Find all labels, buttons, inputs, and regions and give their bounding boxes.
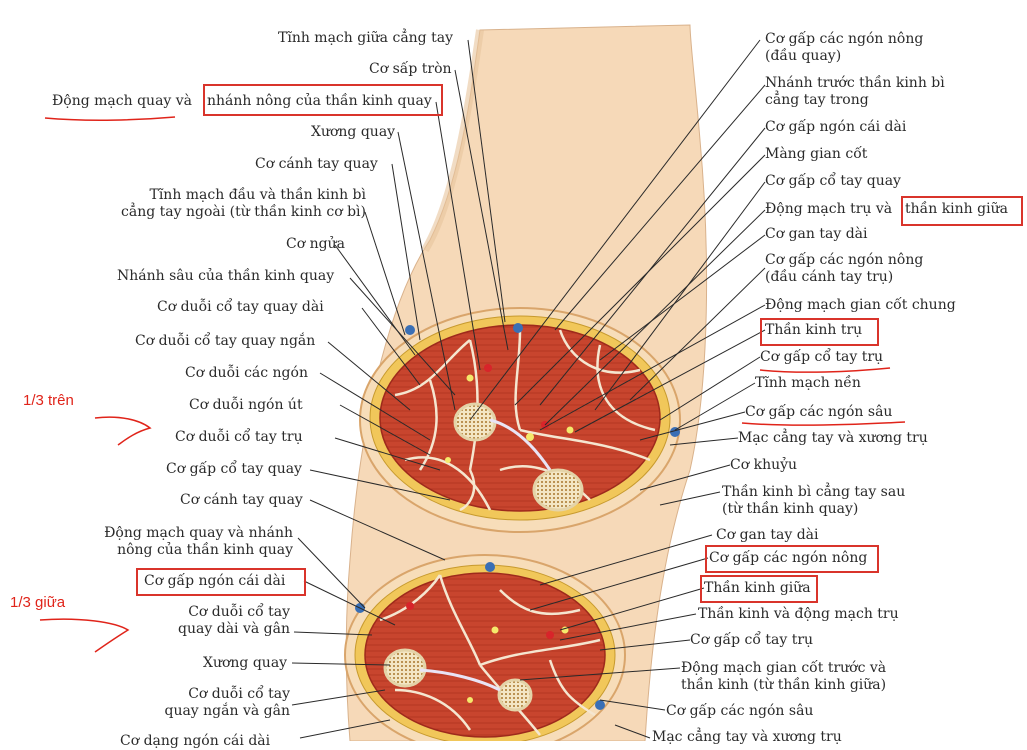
label-tinh-mach-dau-line1: Tĩnh mạch đầu và thần kinh bì (149, 187, 366, 203)
label-dong-mach-gian-cot-truoc-line1: Động mạch gian cốt trước và (681, 660, 887, 676)
label-gap-ngon-nong-dau-quay-line1: Cơ gấp các ngón nông (765, 31, 924, 47)
label-dong-mach-gian-cot-truoc-line2: thần kinh (từ thần kinh giữa) (681, 677, 887, 693)
leader-lines (291, 39, 766, 739)
annotation-middle-third: 1/3 giữa (10, 594, 66, 611)
highlight-box-gap-ngon-cai-dai (136, 568, 306, 596)
label-dong-mach-gian-cot-chung: Động mạch gian cốt chung (765, 297, 956, 313)
label-duoi-cac-ngon: Cơ duỗi các ngón (185, 365, 308, 381)
underline-gap-cac-ngon-sau (741, 421, 906, 426)
label-co-khuyu: Cơ khuỷu (730, 457, 798, 473)
label-gap-co-tay-quay-right: Cơ gấp cổ tay quay (765, 173, 901, 189)
label-mang-gian-cot: Màng gian cốt (765, 146, 868, 162)
label-duoi-co-tay-tru: Cơ duỗi cổ tay trụ (175, 429, 303, 445)
label-gap-co-tay-tru-middle: Cơ gấp cổ tay trụ (690, 632, 814, 648)
label-gap-co-tay-tru-upper: Cơ gấp cổ tay trụ (760, 349, 884, 365)
label-than-kinh-giua-upper: thần kinh giữa (905, 201, 1008, 217)
label-gap-ngon-nong-dau-quay-line2: (đầu quay) (765, 48, 842, 64)
label-than-kinh-bi-sau-line2: (từ thần kinh quay) (722, 501, 859, 517)
label-gap-co-tay-quay-left: Cơ gấp cổ tay quay (166, 461, 302, 477)
label-nhanh-nong-than-kinh-quay: nhánh nông của thần kinh quay (207, 93, 432, 109)
label-dong-mach-quay-middle-line2: nông của thần kinh quay (117, 542, 293, 558)
label-gap-ngon-nong-canh-tay-tru-line2: (đầu cánh tay trụ) (765, 269, 894, 285)
label-gap-ngon-cai-dai-right: Cơ gấp ngón cái dài (765, 119, 907, 135)
label-gap-cac-ngon-sau-upper: Cơ gấp các ngón sâu (745, 404, 893, 420)
label-cut-bottom: Cơ dạng ngón cái dài (120, 733, 271, 749)
label-gap-ngon-nong-middle: Cơ gấp các ngón nông (709, 550, 868, 566)
label-duoi-co-tay-quay-dai: Cơ duỗi cổ tay quay dài (157, 299, 324, 315)
arrow-upper-third (94, 416, 152, 446)
highlight-box-nhanh-nong (203, 84, 443, 116)
label-co-sap-tron: Cơ sấp tròn (369, 61, 452, 77)
label-gap-ngon-cai-dai-left: Cơ gấp ngón cái dài (144, 573, 286, 589)
label-tinh-mach-dau-line2: cẳng tay ngoài (từ thần kinh cơ bì) (121, 204, 366, 220)
label-mac-cang-tay-middle: Mạc cẳng tay và xương trụ (652, 729, 842, 745)
label-tinh-mach-nen: Tĩnh mạch nền (755, 375, 861, 391)
label-duoi-ngon-ut: Cơ duỗi ngón út (189, 397, 303, 413)
highlight-box-gap-ngon-nong-middle (705, 545, 879, 573)
label-than-kinh-giua-middle: Thần kinh giữa (704, 580, 811, 596)
arrow-middle-third (39, 618, 130, 653)
label-xuong-quay-upper: Xương quay (311, 124, 396, 140)
label-nhanh-truoc-line1: Nhánh trước thần kinh bì (765, 75, 945, 91)
label-duoi-co-tay-quay-dai-gan-line1: Cơ duỗi cổ tay (188, 604, 290, 620)
highlight-box-than-kinh-giua-upper (901, 196, 1023, 226)
label-dong-mach-tru: Động mạch trụ và (765, 201, 893, 217)
label-gan-tay-dai-upper: Cơ gan tay dài (765, 226, 868, 242)
underline-gap-co-tay-tru (759, 367, 891, 373)
label-gap-cac-ngon-sau-middle: Cơ gấp các ngón sâu (666, 703, 814, 719)
label-dong-mach-quay: Động mạch quay và (52, 93, 193, 109)
label-than-kinh-tru: Thần kinh trụ (765, 322, 863, 338)
label-gap-ngon-nong-canh-tay-tru-line1: Cơ gấp các ngón nông (765, 252, 924, 268)
underline-dong-mach-quay (44, 116, 176, 121)
annotation-upper-third: 1/3 trên (23, 392, 74, 409)
highlight-box-than-kinh-giua-middle (700, 575, 818, 603)
label-nhanh-sau-than-kinh-quay: Nhánh sâu của thần kinh quay (117, 268, 335, 284)
label-duoi-co-tay-quay-ngan-gan-line2: quay ngắn và gân (164, 703, 290, 719)
label-co-ngua: Cơ ngửa (286, 236, 345, 252)
label-gan-tay-dai-middle: Cơ gan tay dài (716, 527, 819, 543)
label-dong-mach-quay-middle-line1: Động mạch quay và nhánh (104, 525, 293, 541)
label-than-kinh-dong-mach-tru: Thần kinh và động mạch trụ (698, 606, 899, 622)
label-xuong-quay-middle: Xương quay (203, 655, 288, 671)
red-annotations (39, 116, 906, 653)
label-than-kinh-bi-sau-line1: Thần kinh bì cẳng tay sau (722, 484, 906, 500)
label-duoi-co-tay-quay-dai-gan-line2: quay dài và gân (178, 621, 290, 637)
label-tinh-mach-giua-cang-tay: Tĩnh mạch giữa cẳng tay (278, 30, 453, 46)
label-co-canh-tay-quay-middle: Cơ cánh tay quay (180, 492, 303, 508)
label-co-canh-tay-quay-upper: Cơ cánh tay quay (255, 156, 378, 172)
label-duoi-co-tay-quay-ngan: Cơ duỗi cổ tay quay ngắn (135, 333, 316, 349)
label-duoi-co-tay-quay-ngan-gan-line1: Cơ duỗi cổ tay (188, 686, 290, 702)
highlight-box-than-kinh-tru (760, 318, 879, 346)
label-nhanh-truoc-line2: cẳng tay trong (765, 92, 869, 108)
upper-third-section (359, 307, 681, 533)
middle-third-section (344, 554, 626, 741)
label-mac-cang-tay-upper: Mạc cẳng tay và xương trụ (738, 430, 928, 446)
